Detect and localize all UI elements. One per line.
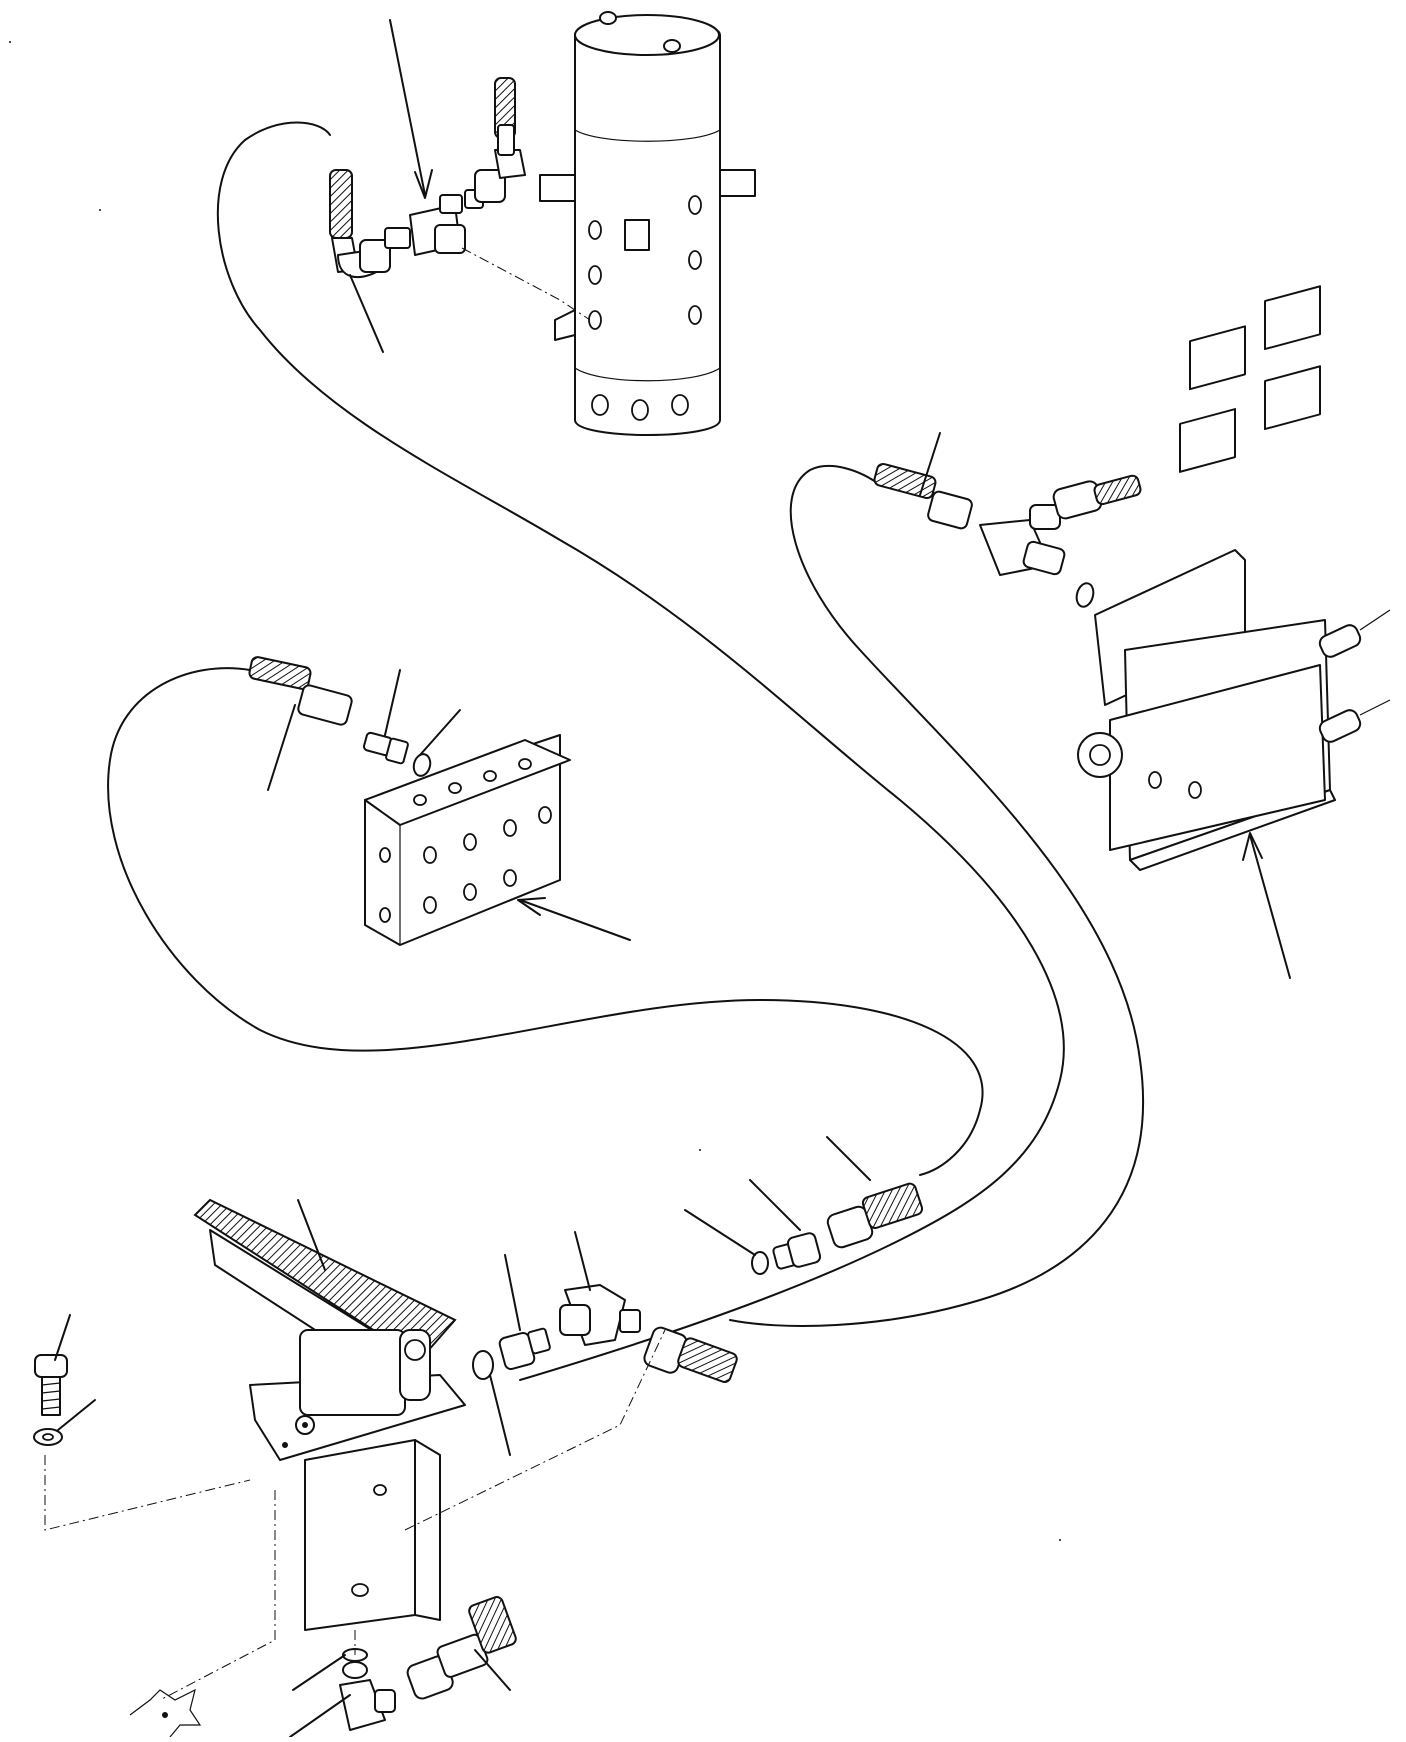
straight-connector-pedal-side <box>498 1327 551 1370</box>
leader-line-2 <box>349 274 384 353</box>
leader-line-19 <box>289 1694 351 1738</box>
leader-line-16 <box>54 1314 71 1361</box>
leader-line-10 <box>749 1179 801 1231</box>
elbow-fitting-bottom <box>339 1661 396 1731</box>
leader-line-5 <box>419 709 461 756</box>
o-ring-right <box>1075 582 1095 608</box>
hose-end-fitting-mid-right <box>826 1182 924 1249</box>
leader-line-1 <box>389 19 433 199</box>
o-ring-mid-left <box>412 753 432 777</box>
leader-line-17 <box>57 1399 96 1431</box>
swivel-joint <box>539 11 756 436</box>
hose-end-fitting-bottom <box>406 1596 517 1700</box>
hose-end-fitting-right <box>873 462 973 530</box>
leader-line-6 <box>267 704 296 791</box>
leader-line-9 <box>826 1136 871 1181</box>
leader-line-20 <box>474 1649 511 1691</box>
tee-fitting-right <box>979 474 1142 576</box>
distribution-block <box>364 734 571 946</box>
leader-line-7 <box>517 897 631 941</box>
leader-line-13 <box>504 1254 521 1331</box>
o-ring-pedal-side <box>472 1350 494 1380</box>
hydraulic-hose-long <box>216 121 1065 1381</box>
foot-pedal-valve <box>193 1198 466 1631</box>
o-ring-mid-right <box>751 1251 769 1275</box>
reference-mark <box>129 1688 202 1738</box>
leader-line-3 <box>919 432 941 496</box>
leader-line-4 <box>384 669 401 736</box>
hose-end-fitting-top-left <box>329 169 391 278</box>
hose-end-fitting-bottom-mid <box>643 1326 738 1383</box>
cap-screw <box>34 1354 68 1416</box>
tee-fitting <box>384 149 526 256</box>
leader-line-15 <box>297 1199 326 1271</box>
leader-line-11 <box>684 1209 756 1256</box>
washer <box>33 1428 63 1446</box>
solenoid-valve-bank <box>1077 285 1391 871</box>
hose-end-fitting-top-right <box>494 77 516 156</box>
elbow-fitting-mid <box>559 1284 641 1346</box>
leader-line-12 <box>574 1231 591 1291</box>
straight-connector-mid-right <box>772 1232 822 1270</box>
leader-line-18 <box>292 1654 346 1691</box>
leader-line-8 <box>1242 832 1291 979</box>
hose-end-fitting-mid-left <box>248 656 353 726</box>
hydraulic-hose-right-loop <box>729 465 1145 1327</box>
leader-line-14 <box>489 1374 511 1456</box>
straight-connector-mid-left <box>363 731 409 765</box>
hydraulic-hose-left-loop <box>107 667 984 1176</box>
